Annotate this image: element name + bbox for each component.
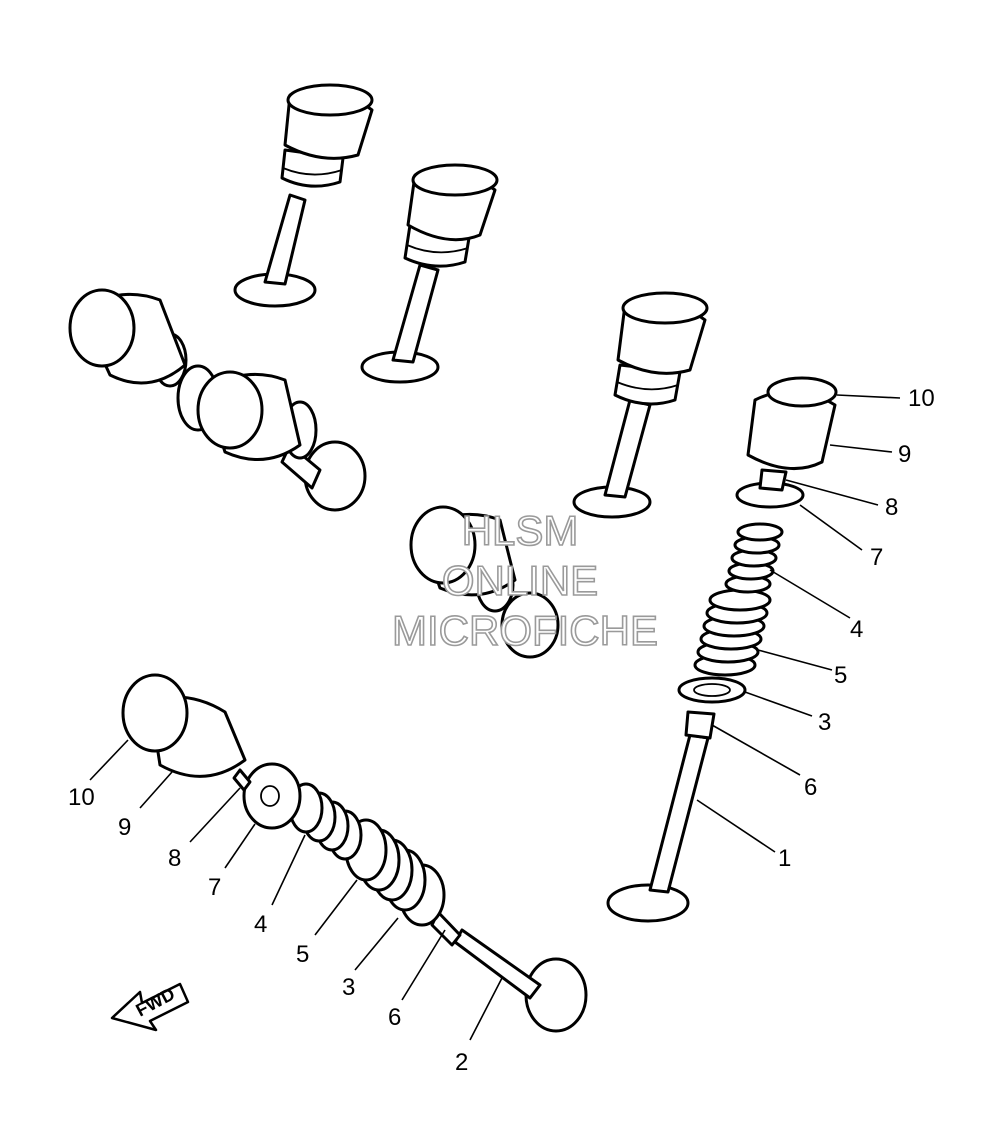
callout-right-4: 4 xyxy=(850,616,863,643)
valve-assembly-tilted xyxy=(409,505,560,659)
valve-assembly-upright xyxy=(572,291,709,519)
callout-left-9: 9 xyxy=(118,814,131,841)
spring-seat xyxy=(677,676,747,704)
valve-assembly-upright xyxy=(360,163,499,384)
callout-left-8: 8 xyxy=(168,845,181,872)
valve-cotter xyxy=(232,768,252,792)
outer-spring xyxy=(693,588,772,677)
callout-right-5: 5 xyxy=(834,662,847,689)
valve-assembly-upright xyxy=(233,83,374,308)
valve-head xyxy=(606,883,690,923)
callout-right-10: 10 xyxy=(908,385,935,412)
callout-right-6: 6 xyxy=(804,774,817,801)
leader-lines-left xyxy=(89,739,503,1041)
adjusting-pad xyxy=(766,376,838,408)
fwd-arrow-icon: FWD xyxy=(110,982,190,1032)
callout-right-1: 1 xyxy=(778,845,791,872)
watermark-line-2: ONLINE xyxy=(442,557,598,604)
callout-left-10: 10 xyxy=(68,784,95,811)
callout-left-6: 6 xyxy=(388,1004,401,1031)
callout-right-7: 7 xyxy=(870,544,883,571)
valve-assembly-tilted xyxy=(68,288,367,512)
callout-left-2: 2 xyxy=(455,1049,468,1076)
inner-spring xyxy=(288,782,363,861)
callout-right-8: 8 xyxy=(885,494,898,521)
callout-left-5: 5 xyxy=(296,941,309,968)
callout-left-3: 3 xyxy=(342,974,355,1001)
valve-head xyxy=(524,957,588,1033)
watermark-line-1: HLSM xyxy=(462,507,579,554)
exploded-valve-right xyxy=(606,376,838,923)
watermark-line-3: MICROFICHE xyxy=(392,607,658,654)
inner-spring xyxy=(724,522,784,594)
valve-stem xyxy=(648,733,710,894)
callout-left-7: 7 xyxy=(208,874,221,901)
valve-seal xyxy=(684,710,716,740)
callout-left-4: 4 xyxy=(254,911,267,938)
watermark: HLSM ONLINE MICROFICHE xyxy=(391,506,659,655)
callout-right-9: 9 xyxy=(898,441,911,468)
spring-retainer xyxy=(242,762,302,830)
leader-lines-right xyxy=(696,394,901,853)
exploded-valve-left xyxy=(121,673,588,1033)
callout-right-3: 3 xyxy=(818,709,831,736)
valve-cotter xyxy=(758,468,788,492)
adjusting-pad xyxy=(121,673,189,753)
